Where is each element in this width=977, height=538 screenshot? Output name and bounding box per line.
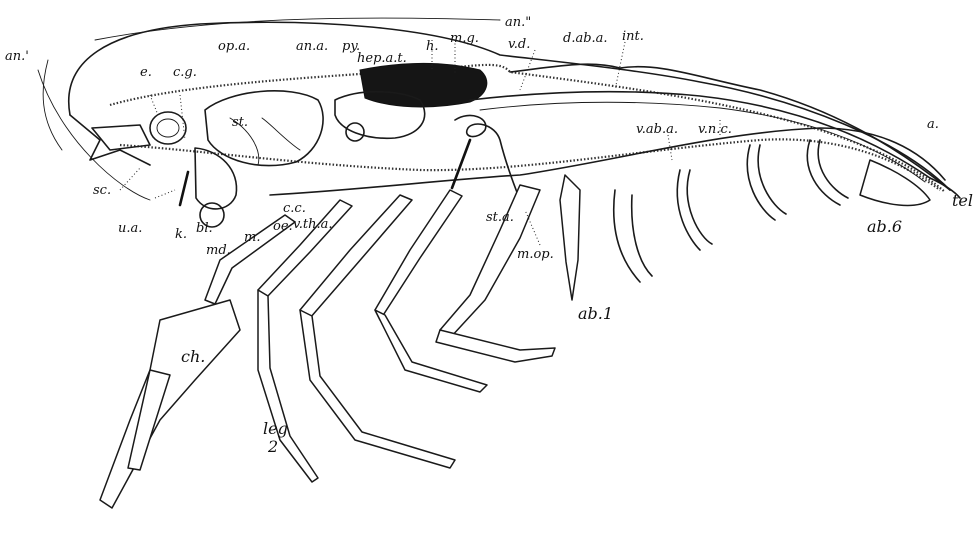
label-anus: a. xyxy=(927,117,939,132)
kidney-duct xyxy=(180,172,188,205)
label-bladder: bl. xyxy=(196,221,213,236)
label-antennary-artery: an.a. xyxy=(296,39,328,54)
label-scaphocerite: sc. xyxy=(93,183,111,198)
stomach xyxy=(205,91,323,166)
label-abdominal-appendage-1: ab.1 xyxy=(578,304,613,323)
rostrum xyxy=(70,115,150,165)
label-antenna: an." xyxy=(505,15,531,30)
label-abdominal-segment-6: ab.6 xyxy=(867,217,902,236)
label-midgut: m.g. xyxy=(450,31,479,46)
label-dorsal-abdominal-artery: d.ab.a. xyxy=(563,31,608,46)
label-ventral-abdominal-artery: v.ab.a. xyxy=(636,122,678,137)
label-sternal-artery: st.a. xyxy=(486,210,514,225)
label-hepatic-artery: hep.a.t. xyxy=(357,51,407,66)
claw xyxy=(100,300,240,508)
ventral-body-wall xyxy=(120,139,940,190)
heart xyxy=(360,63,487,107)
label-male-opening: m.op. xyxy=(517,247,554,262)
label-eye: e. xyxy=(140,65,152,80)
sternal-artery xyxy=(452,140,470,188)
pleopod-1 xyxy=(560,175,580,300)
label-heart: h. xyxy=(426,39,439,54)
label-stomach: st. xyxy=(232,115,248,130)
label-circumoesophageal-commissure: c.c. xyxy=(283,201,306,216)
vas-deferens xyxy=(455,115,520,200)
label-ophthalmic-artery: op.a. xyxy=(218,39,250,54)
label-antennule: an.' xyxy=(5,49,29,64)
label-ventral-thoracic-artery: v.th.a. xyxy=(293,217,333,232)
eye-inner xyxy=(157,119,179,137)
pleopod-3 xyxy=(677,170,700,250)
ventral-nerve-cord xyxy=(270,128,945,195)
label-ventral-nerve-cord: v.n.c. xyxy=(698,122,732,137)
label-mouth: m. xyxy=(244,230,260,245)
walking-legs xyxy=(100,185,555,508)
eye xyxy=(150,112,186,144)
label-intestine: int. xyxy=(622,29,644,44)
label-oesophagus: oe. xyxy=(273,219,293,234)
label-leg-2-word: leg xyxy=(263,419,288,438)
label-telson: tel xyxy=(952,191,973,210)
label-cheliped: ch. xyxy=(181,347,205,366)
label-cerebral-ganglion: c.g. xyxy=(173,65,197,80)
label-leg-2-number: 2 xyxy=(267,437,278,456)
label-kidney: k. xyxy=(175,227,187,242)
pleopod-4 xyxy=(747,145,775,220)
pleopod-2 xyxy=(614,190,640,282)
label-vas-deferens: v.d. xyxy=(508,37,530,52)
label-mandible: md. xyxy=(206,243,231,258)
label-pyloric: py. xyxy=(342,39,360,54)
scaphocerite xyxy=(92,125,150,150)
label-upper-antenna: u.a. xyxy=(118,221,142,236)
leg-3 xyxy=(300,195,412,318)
